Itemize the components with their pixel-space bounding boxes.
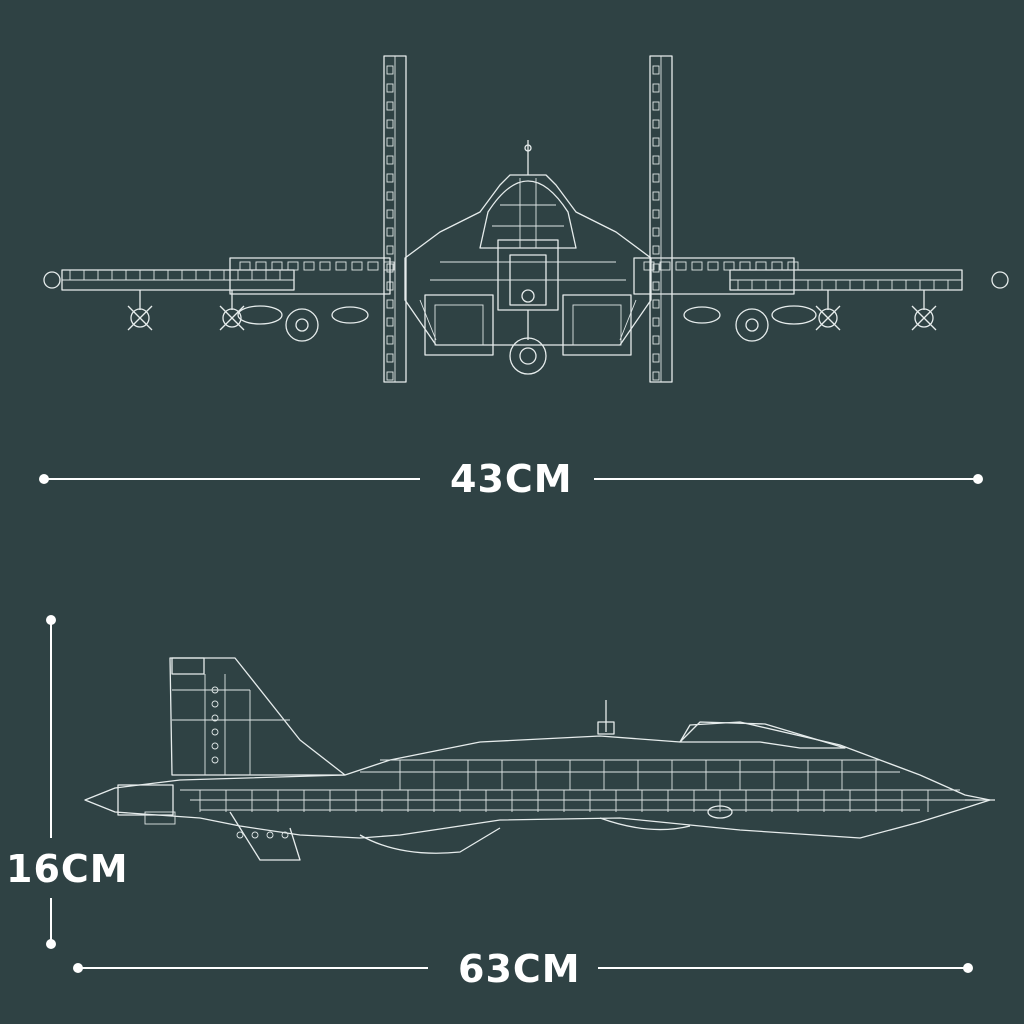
side-view-drawing (84, 657, 995, 861)
front-view-drawing (43, 55, 1009, 383)
length-dimension-line (73, 963, 973, 973)
height-dimension-line (46, 615, 56, 949)
width-dimension-label: 43CM (450, 457, 573, 501)
height-dimension-label: 16CM (6, 847, 129, 891)
width-dimension-line (39, 474, 983, 484)
length-dimension-label: 63CM (458, 947, 581, 991)
